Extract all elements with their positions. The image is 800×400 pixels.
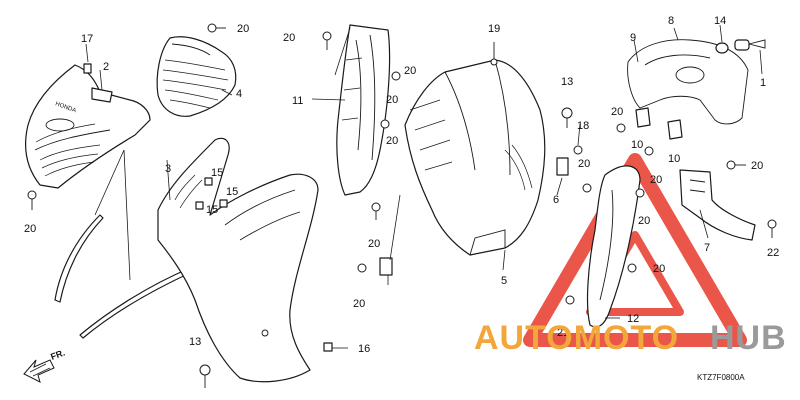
clip-15-a [204, 177, 213, 186]
bracket-10-b [667, 119, 683, 140]
screw-20-c [322, 31, 332, 50]
callout-20-f: 20 [24, 223, 36, 235]
lock-cylinder-14 [715, 42, 729, 54]
clip-6 [556, 157, 569, 176]
callout-10-b: 10 [668, 153, 680, 165]
callout-20-p: 22 [767, 247, 779, 259]
callout-5: 5 [501, 275, 507, 287]
callout-20-c: 20 [404, 65, 416, 77]
callout-20-k: 20 [650, 174, 662, 186]
callout-12: 12 [627, 313, 639, 325]
callout-6: 6 [553, 194, 559, 206]
callout-15-b: 15 [226, 186, 238, 198]
callout-3: 3 [165, 163, 171, 175]
watermark-text-gray: HUB [710, 319, 787, 357]
callout-15-a: 15 [211, 167, 223, 179]
clip-17 [83, 63, 92, 74]
side-trim-panel [586, 165, 641, 328]
front-upper-cover: HONDA [25, 64, 151, 189]
callout-13-b: 13 [561, 76, 573, 88]
screw-20-o [767, 219, 777, 238]
screw-20-e [380, 119, 390, 129]
screw-20-l [565, 295, 575, 305]
callout-2: 2 [103, 61, 109, 73]
callout-18: 18 [577, 120, 589, 132]
key-1 [734, 39, 766, 51]
leader-lines [85, 24, 763, 349]
inner-box [404, 59, 546, 256]
screw-20-m [616, 123, 626, 133]
rack-frame [627, 39, 749, 125]
callout-19: 19 [488, 23, 500, 35]
callout-14: 14 [714, 15, 726, 27]
screw-20-f [371, 202, 381, 220]
latch-assembly [679, 169, 756, 241]
callout-11: 11 [292, 95, 303, 107]
bolt-13-b [561, 107, 573, 128]
callout-13-a: 13 [189, 336, 201, 348]
bolt-13-a [199, 364, 211, 388]
screw-20-k [627, 263, 637, 273]
screw-20-h [644, 146, 654, 156]
callout-4: 4 [236, 88, 242, 100]
screw-20-i [582, 183, 592, 193]
callout-15-c: 15 [206, 204, 218, 216]
callout-17: 17 [81, 33, 93, 45]
callout-10-a: 10 [631, 139, 643, 151]
bracket-10-a [635, 107, 651, 128]
callout-20-b: 20 [283, 32, 295, 44]
callout-20-m: 20 [751, 160, 763, 172]
callout-20-g: 20 [368, 238, 380, 250]
screw-20-b [207, 23, 226, 33]
watermark-text: AUTOMOTO HUB [474, 319, 787, 357]
screw-18 [573, 145, 583, 155]
watermark-text-orange: AUTOMOTO [474, 319, 679, 357]
callout-20-a: 20 [237, 23, 249, 35]
callouts: 1 2 3 4 5 6 7 8 9 10 10 11 12 13 13 14 1… [24, 15, 779, 355]
screw-20-d [391, 71, 401, 81]
side-inner-panel [336, 24, 391, 196]
callout-7: 7 [704, 242, 710, 254]
clip-16 [323, 342, 333, 352]
screw-20-j [635, 188, 645, 198]
callout-20-n: 20 [653, 263, 665, 275]
screw-20-n [726, 160, 746, 170]
callout-20-i: 20 [611, 106, 623, 118]
bracket-21 [379, 257, 393, 276]
front-direction-label: FR. [49, 348, 66, 362]
callout-20-o: 21 [557, 327, 569, 339]
screw-20-g [357, 263, 367, 273]
inner-grille-panel [156, 36, 237, 117]
callout-20-l: 20 [638, 215, 650, 227]
callout-1: 1 [760, 77, 766, 89]
callout-9: 9 [630, 32, 636, 44]
screw-19 [490, 42, 498, 66]
diagram-code: KTZ7F0800A [697, 373, 745, 382]
callout-20-d: 20 [386, 94, 398, 106]
callout-16: 16 [358, 343, 370, 355]
front-direction-arrow: FR. [23, 348, 66, 383]
callout-8: 8 [668, 15, 674, 27]
screw-20-a [27, 190, 37, 210]
clip-15-b [195, 201, 204, 210]
front-cover-body [157, 137, 319, 383]
callout-20-j: 20 [578, 158, 590, 170]
callout-20-h: 20 [353, 298, 365, 310]
clip-15-c [219, 199, 228, 208]
callout-20-e: 20 [386, 135, 398, 147]
